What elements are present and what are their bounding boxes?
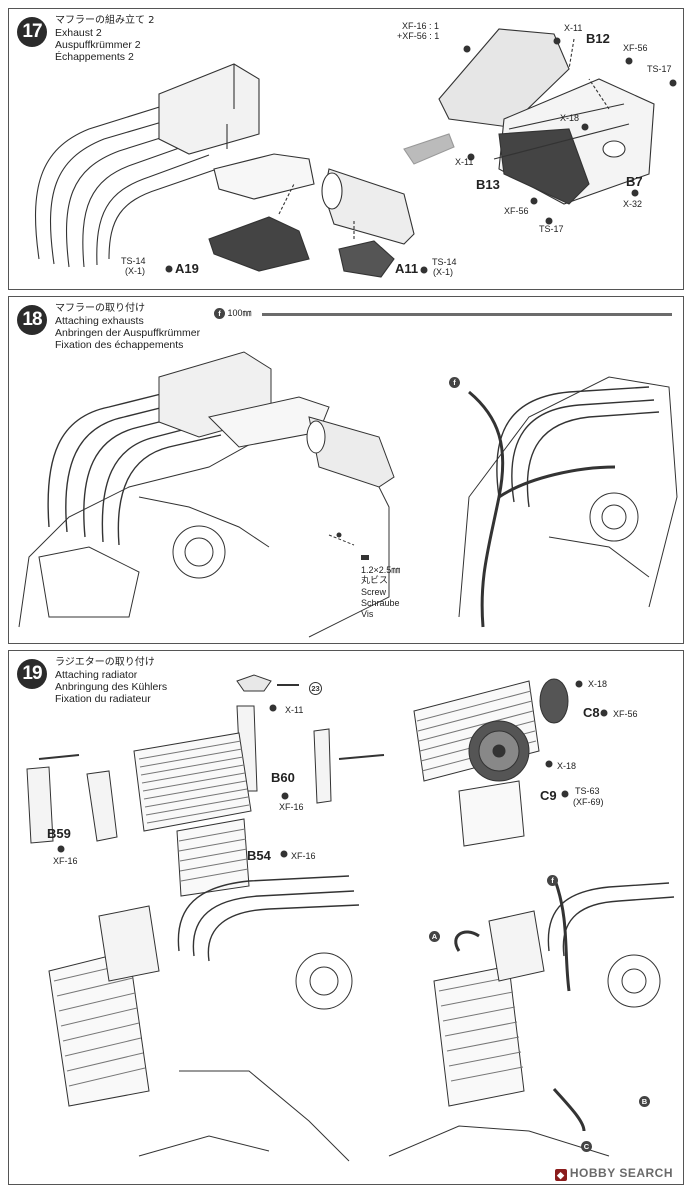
title-jp: マフラーの取り付け bbox=[55, 303, 145, 314]
paint-ts14-right: TS-14 bbox=[432, 257, 457, 267]
marker-a: A bbox=[429, 931, 440, 942]
title-de: Anbringung des Kühlers bbox=[55, 681, 168, 693]
part-b7: B7 bbox=[626, 174, 643, 189]
exhaust-assembly-drawing bbox=[9, 9, 677, 291]
part-x32: X-32 bbox=[623, 199, 643, 209]
screw-fr: Vis bbox=[361, 609, 374, 619]
hose-marker-f: f bbox=[547, 875, 558, 886]
paint-mix-line-2: +XF-56 : 1 bbox=[397, 31, 440, 41]
paint-ts63: TS-63 bbox=[575, 786, 600, 796]
hose-marker-c: C bbox=[581, 1141, 592, 1152]
tube-length-bar bbox=[262, 313, 672, 316]
hobby-search-logo-icon: ◆ bbox=[554, 1169, 567, 1181]
title-fr: Fixation du radiateur bbox=[55, 693, 151, 705]
exhaust-mounting-drawing bbox=[9, 297, 685, 645]
tube-marker-f-2: f bbox=[449, 377, 460, 388]
step-number-badge: 17 bbox=[17, 17, 47, 47]
part-b59: B59 bbox=[47, 826, 71, 841]
step-titles: ラジエターの取り付け Attaching radiator Anbringung… bbox=[55, 657, 167, 705]
part-c8: C8 bbox=[583, 705, 600, 720]
part-x18-top: X-18 bbox=[588, 679, 608, 689]
paint-mix-line-1: XF-16 : 1 bbox=[402, 21, 440, 31]
step-number-badge: 19 bbox=[17, 659, 47, 689]
part-xf56-bottom: XF-56 bbox=[504, 206, 529, 216]
step-ref-23: 23 bbox=[309, 682, 322, 695]
screw-en: Screw bbox=[361, 587, 387, 597]
paint-xf16-b60: XF-16 bbox=[279, 802, 304, 812]
step-titles: マフラーの組み立て 2 Exhaust 2 Auspuffkrümmer 2 É… bbox=[55, 15, 155, 63]
watermark-text: HOBBY SEARCH bbox=[569, 1166, 673, 1180]
tube-length: 100㎜ bbox=[227, 308, 252, 318]
part-b12: B12 bbox=[586, 31, 610, 46]
screw-size: 1.2×2.5㎜ bbox=[361, 565, 401, 575]
title-fr: Échappements 2 bbox=[55, 51, 134, 63]
paint-xf56-c8: XF-56 bbox=[613, 709, 638, 719]
marker-c: C bbox=[581, 1141, 592, 1152]
marker-b: B bbox=[639, 1096, 650, 1107]
title-en: Attaching radiator bbox=[55, 669, 138, 681]
paint-x1-left: (X-1) bbox=[125, 266, 145, 276]
paint-x1-right: (X-1) bbox=[433, 267, 453, 277]
part-x11: X-11 bbox=[285, 705, 304, 715]
screw-jp: 丸ビス bbox=[361, 576, 389, 586]
title-jp: ラジエターの取り付け bbox=[55, 657, 155, 668]
step-titles: マフラーの取り付け Attaching exhausts Anbringen d… bbox=[55, 303, 200, 351]
step-18-panel: 18 マフラーの取り付け Attaching exhausts Anbringe… bbox=[8, 296, 684, 644]
tube-length-indicator: f 100㎜ bbox=[214, 308, 252, 319]
step-ref-badge: 23 bbox=[309, 682, 322, 695]
watermark: ◆HOBBY SEARCH bbox=[554, 1166, 673, 1181]
tube-marker-f: f bbox=[214, 308, 225, 319]
radiator-assembly-drawing bbox=[9, 651, 685, 1186]
title-de: Auspuffkrümmer 2 bbox=[55, 39, 141, 51]
title-jp: マフラーの組み立て 2 bbox=[55, 15, 155, 26]
part-a11: A11 bbox=[395, 261, 419, 276]
paint-xf16-b59: XF-16 bbox=[53, 856, 78, 866]
title-en: Attaching exhausts bbox=[55, 315, 144, 327]
part-a19: A19 bbox=[175, 261, 199, 276]
part-x18: X-18 bbox=[560, 113, 580, 123]
part-xf56-top: XF-56 bbox=[623, 43, 648, 53]
part-b54: B54 bbox=[247, 848, 271, 863]
step-17-panel: 17 マフラーの組み立て 2 Exhaust 2 Auspuffkrümmer … bbox=[8, 8, 684, 290]
hose-marker-b: B bbox=[639, 1096, 650, 1107]
part-ts17-bottom: TS-17 bbox=[539, 224, 564, 234]
title-en: Exhaust 2 bbox=[55, 27, 102, 39]
marker-f: f bbox=[547, 875, 558, 886]
title-fr: Fixation des échappements bbox=[55, 339, 184, 351]
marker-f-right: f bbox=[449, 377, 460, 388]
paint-ts14-left: TS-14 bbox=[121, 256, 146, 266]
screw-de: Schraube bbox=[361, 598, 400, 608]
step-number-badge: 18 bbox=[17, 305, 47, 335]
paint-xf16-b54: XF-16 bbox=[291, 851, 316, 861]
part-ts17-right: TS-17 bbox=[647, 64, 672, 74]
part-c9: C9 bbox=[540, 788, 557, 803]
title-de: Anbringen der Auspuffkrümmer bbox=[55, 327, 201, 339]
part-b13: B13 bbox=[476, 177, 500, 192]
part-b60: B60 bbox=[271, 770, 295, 785]
part-x18-mid: X-18 bbox=[557, 761, 577, 771]
hose-marker-a: A bbox=[429, 931, 440, 942]
part-x11-mid: X-11 bbox=[455, 157, 474, 167]
step-19-panel: 19 ラジエターの取り付け Attaching radiator Anbring… bbox=[8, 650, 684, 1185]
part-x11-top: X-11 bbox=[564, 23, 583, 33]
paint-xf69: (XF-69) bbox=[573, 797, 604, 807]
